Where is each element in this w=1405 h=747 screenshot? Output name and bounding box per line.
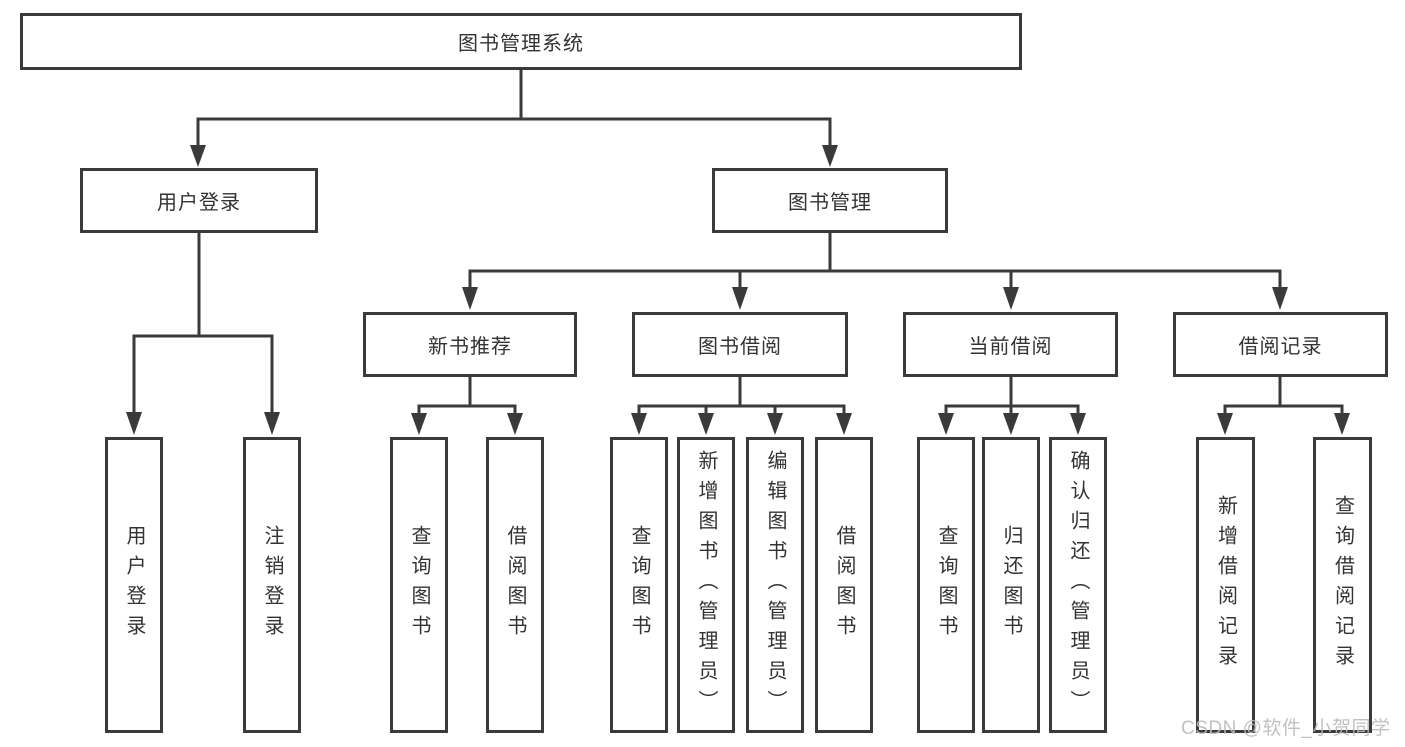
leaf-logout: 注销登录 <box>243 437 301 733</box>
arrow-down-icon <box>822 145 838 167</box>
leaf-return-book: 归还图书 <box>982 437 1040 733</box>
node-label: 当前借阅 <box>968 336 1053 358</box>
node-label: 图书借阅 <box>698 336 782 358</box>
arrow-down-icon <box>631 413 647 435</box>
node-label: 确认归还（管理员） <box>1067 450 1089 720</box>
node-label: 新书推荐 <box>428 336 512 358</box>
arrow-down-icon <box>836 413 852 435</box>
arrow-down-icon <box>126 412 142 435</box>
arrow-down-icon <box>190 145 206 167</box>
node-label: 借阅记录 <box>1238 336 1323 358</box>
node-label: 图书管理 <box>788 192 872 214</box>
node-label: 查询图书 <box>628 525 650 645</box>
connector-borrow-record-group <box>1217 377 1350 435</box>
node-label: 用户登录 <box>157 192 241 214</box>
arrow-down-icon <box>767 413 783 435</box>
node-label: 借阅图书 <box>833 525 855 645</box>
leaf-edit-book-admin: 编辑图书（管理员） <box>746 437 804 733</box>
arrow-down-icon <box>462 287 478 310</box>
arrow-down-icon <box>698 413 714 435</box>
leaf-query-books-current: 查询图书 <box>917 437 975 733</box>
leaf-borrow-books: 借阅图书 <box>815 437 873 733</box>
node-new-book-recommend: 新书推荐 <box>363 312 577 377</box>
arrow-down-icon <box>1003 287 1019 310</box>
leaf-add-book-admin: 新增图书（管理员） <box>677 437 735 733</box>
arrow-down-icon <box>411 413 427 435</box>
leaf-confirm-return-admin: 确认归还（管理员） <box>1049 437 1107 733</box>
arrow-down-icon <box>938 413 954 435</box>
arrow-down-icon <box>1334 413 1350 435</box>
node-label: 用户登录 <box>123 525 145 645</box>
node-borrow-records: 借阅记录 <box>1173 312 1388 377</box>
node-label: 图书管理系统 <box>458 33 584 55</box>
node-label: 查询借阅记录 <box>1331 495 1354 675</box>
leaf-user-login: 用户登录 <box>105 437 163 733</box>
arrow-down-icon <box>1272 287 1288 310</box>
node-label: 编辑图书（管理员） <box>764 450 786 720</box>
connector-user-login-group <box>126 233 280 435</box>
node-label: 查询图书 <box>408 525 430 645</box>
arrow-down-icon <box>264 412 280 435</box>
leaf-borrow-books-recommend: 借阅图书 <box>486 437 544 733</box>
leaf-add-borrow-record: 新增借阅记录 <box>1196 437 1255 733</box>
leaf-query-borrow-record: 查询借阅记录 <box>1313 437 1372 733</box>
node-label: 注销登录 <box>261 525 283 645</box>
node-library-system: 图书管理系统 <box>20 13 1022 70</box>
arrow-down-icon <box>732 287 748 310</box>
connector-book-management-to-level3 <box>462 233 1288 310</box>
arrow-down-icon <box>1217 413 1233 435</box>
node-book-management: 图书管理 <box>712 168 948 233</box>
arrow-down-icon <box>507 413 523 435</box>
connector-new-book-group <box>411 377 523 435</box>
arrow-down-icon <box>1070 413 1086 435</box>
node-label: 新增图书（管理员） <box>695 450 717 720</box>
node-book-borrow: 图书借阅 <box>632 312 848 377</box>
connector-root-to-level2 <box>190 70 838 167</box>
node-label: 新增借阅记录 <box>1214 495 1237 675</box>
node-label: 归还图书 <box>1000 525 1022 645</box>
node-label: 借阅图书 <box>504 525 526 645</box>
connector-current-borrow-group <box>938 377 1086 435</box>
arrow-down-icon <box>1003 413 1019 435</box>
node-user-login: 用户登录 <box>80 168 318 233</box>
node-current-borrow: 当前借阅 <box>903 312 1118 377</box>
leaf-query-books-borrow: 查询图书 <box>610 437 668 733</box>
connector-book-borrow-group <box>631 377 852 435</box>
node-label: 查询图书 <box>935 525 957 645</box>
leaf-query-books-recommend: 查询图书 <box>390 437 448 733</box>
